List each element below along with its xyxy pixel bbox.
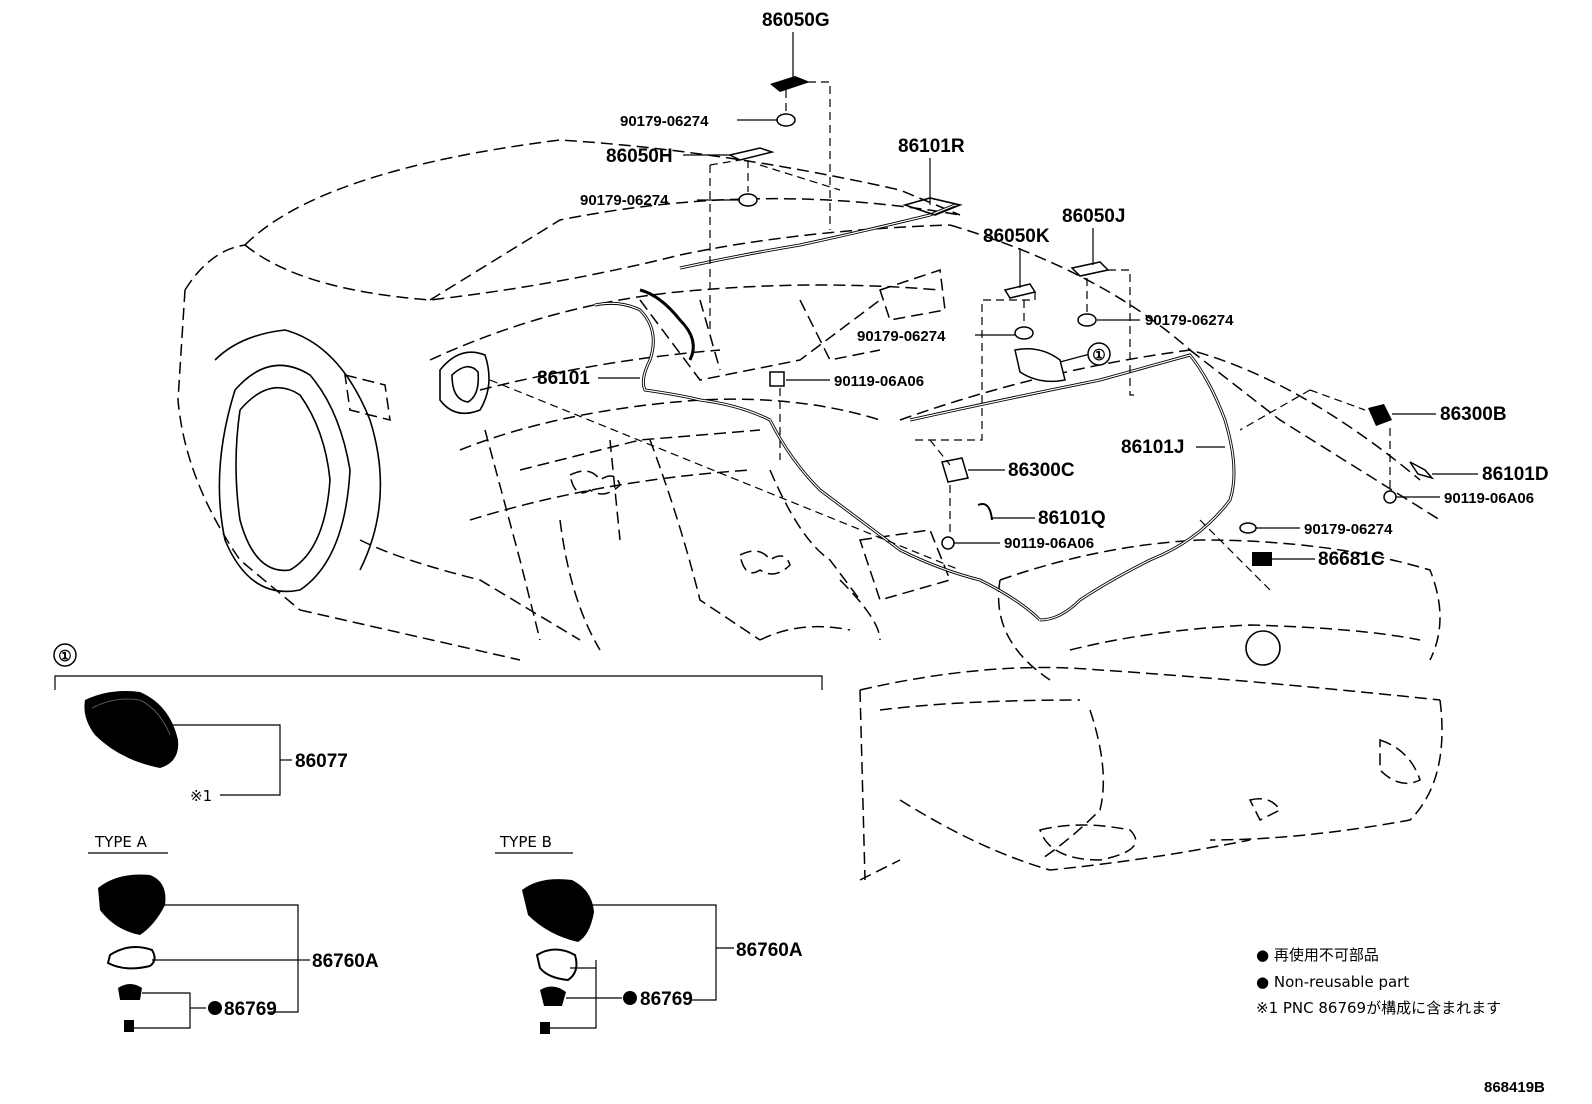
legend-line-2: ● Non-reusable part	[1256, 973, 1409, 991]
note-mark-1: ※1	[190, 787, 212, 805]
label-86101D: 86101D	[1482, 464, 1549, 485]
label-86101R: 86101R	[898, 136, 965, 157]
bolt-type-b-glyph	[540, 1022, 550, 1034]
label-86050G: 86050G	[762, 10, 830, 31]
leader-lines	[598, 32, 1478, 560]
car-body-outline	[177, 139, 1443, 881]
component-glyphs	[727, 76, 1435, 566]
part-86101D-glyph	[1409, 461, 1435, 480]
clip-icon	[738, 193, 758, 207]
label-86300C: 86300C	[1008, 460, 1075, 481]
harness-86101J	[909, 353, 1236, 622]
shark-fin-antenna-glyph	[84, 691, 179, 768]
legend: ● 再使用不可部品 ● Non-reusable part ※1 PNC 867…	[1256, 946, 1501, 1017]
label-90179-06274-b: 90179-06274	[580, 192, 669, 209]
part-86300C-glyph	[941, 457, 969, 483]
label-90179-06274-e: 90179-06274	[1304, 521, 1393, 538]
clip-icon	[1239, 522, 1257, 534]
gasket-type-b-glyph	[535, 948, 578, 982]
label-86101Q: 86101Q	[1038, 508, 1106, 529]
clip-icon	[776, 113, 796, 127]
assembly-guides	[489, 81, 1391, 591]
label-86101: 86101	[537, 368, 590, 389]
bolt-icon	[1383, 490, 1397, 504]
label-90119-06A06-a: 90119-06A06	[834, 373, 924, 390]
clip-icon	[1077, 313, 1097, 327]
legend-line-1: ● 再使用不可部品	[1256, 946, 1379, 964]
bolt-icon	[941, 536, 955, 550]
part-86300B-glyph	[1368, 404, 1392, 426]
label-86077: 86077	[295, 751, 348, 772]
clip-icon	[1014, 326, 1034, 340]
antenna-callout-glyph	[1014, 348, 1066, 383]
bolt-type-a-glyph	[124, 1020, 134, 1032]
part-86050J-glyph	[1070, 261, 1110, 277]
label-86101J: 86101J	[1121, 437, 1184, 458]
antenna-harness-86101R	[679, 197, 963, 270]
label-86681C: 86681C	[1318, 549, 1385, 570]
label-86769-type-a: 86769	[224, 999, 277, 1020]
callout-1-mark: ①	[1092, 347, 1105, 364]
label-90119-06A06-c: 90119-06A06	[1004, 535, 1094, 552]
part-86050H-glyph	[727, 147, 775, 161]
detail-panel-1: ① 86077 ※1	[53, 643, 823, 805]
nut-type-b-glyph	[540, 986, 566, 1006]
part-86101Q-glyph	[977, 503, 993, 521]
label-86050H: 86050H	[606, 146, 673, 167]
part-labels: 86050G 90179-06274 86050H 90179-06274 86…	[537, 10, 1549, 570]
label-86769-type-b: 86769	[640, 989, 693, 1010]
detail-1-mark: ①	[58, 648, 71, 665]
part-86681C-glyph	[1252, 552, 1272, 566]
label-86760A-type-b: 86760A	[736, 940, 803, 961]
harness-86101	[594, 288, 1042, 622]
antenna-cover-type-b-glyph	[522, 879, 594, 942]
label-86050J: 86050J	[1062, 206, 1125, 227]
part-86050G-glyph	[770, 76, 810, 92]
type-b-title: TYPE B	[499, 833, 552, 851]
label-86300B: 86300B	[1440, 404, 1507, 425]
label-90119-06A06-b: 90119-06A06	[1444, 490, 1534, 507]
label-86760A-type-a: 86760A	[312, 951, 379, 972]
antenna-cover-type-a-glyph	[98, 874, 166, 935]
callout-1: ①	[1087, 342, 1111, 366]
label-90179-06274-d: 90179-06274	[1145, 312, 1234, 329]
label-90179-06274-c: 90179-06274	[857, 328, 946, 345]
label-90179-06274-a: 90179-06274	[620, 113, 709, 130]
legend-line-3: ※1 PNC 86769が構成に含まれます	[1256, 999, 1501, 1017]
label-86050K: 86050K	[983, 226, 1050, 247]
bolt-icon	[769, 371, 785, 387]
nut-type-a-glyph	[118, 984, 142, 1000]
type-b-group: TYPE B 86769 86760A	[495, 833, 803, 1034]
type-a-group: TYPE A 86769 86760A	[88, 833, 379, 1032]
diagram-ref-code: 868419B	[1484, 1079, 1545, 1096]
gasket-type-a-glyph	[106, 945, 156, 970]
type-a-title: TYPE A	[94, 833, 148, 851]
